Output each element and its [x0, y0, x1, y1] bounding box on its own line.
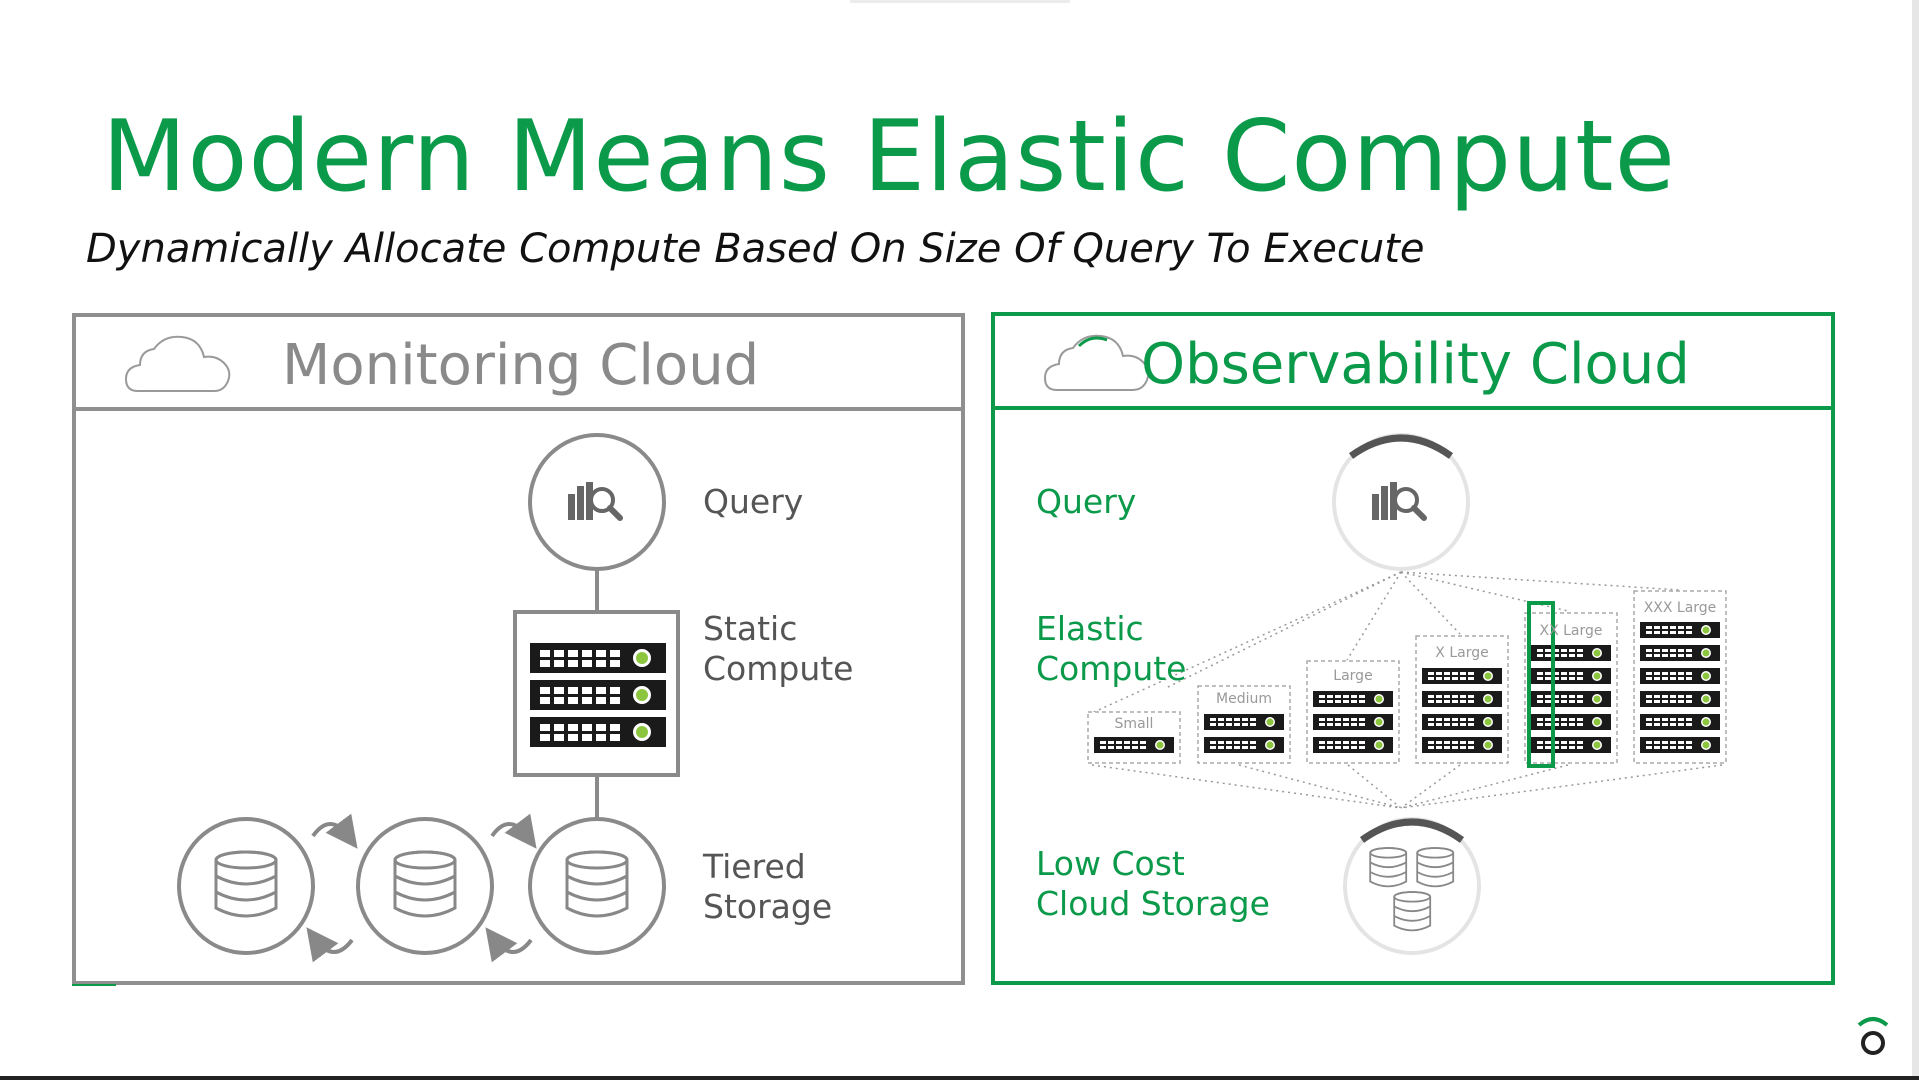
cloud-icon: [124, 335, 231, 392]
size-label: Small: [1115, 716, 1154, 732]
size-medium-box: [1197, 685, 1291, 764]
monitoring-cloud-panel: Monitoring Cloud: [72, 313, 965, 985]
left-query-label: Query: [703, 482, 804, 521]
size-label: Medium: [1216, 691, 1272, 707]
size-xxlarge-box: [1524, 612, 1618, 764]
tiered-storage-label-line1: Tiered: [703, 847, 806, 886]
right-query-label: Query: [1036, 482, 1137, 521]
size-label: X Large: [1435, 645, 1488, 661]
cloud-icon: [1043, 334, 1150, 391]
database-icon: [565, 850, 629, 918]
fan-lines: [1091, 571, 1723, 809]
size-label: XX Large: [1539, 623, 1602, 639]
static-compute-label-line2: Compute: [703, 649, 854, 688]
slide-subtitle: Dynamically Allocate Compute Based On Si…: [86, 226, 1425, 272]
bottom-bar: [0, 1076, 1919, 1080]
static-compute-server: [513, 610, 680, 777]
database-icon: [1416, 847, 1455, 888]
right-query-node: [1332, 433, 1470, 571]
size-label: Large: [1333, 668, 1372, 684]
cycle-arrow-icon: [311, 813, 358, 849]
elastic-compute-label-line1: Elastic: [1036, 609, 1144, 648]
cycle-arrow-icon: [306, 927, 354, 963]
database-icon: [1393, 891, 1432, 932]
selected-size-highlight: [1527, 601, 1555, 768]
slide-title: Modern Means Elastic Compute: [102, 100, 1676, 214]
cloud-storage-node: [1343, 817, 1481, 955]
database-icon: [1369, 847, 1408, 888]
observability-cloud-title: Observability Cloud: [1141, 332, 1690, 397]
static-compute-label-line1: Static: [703, 609, 798, 648]
database-icon: [393, 850, 457, 918]
observability-cloud-panel: Observability Cloud: [991, 312, 1835, 985]
cloud-storage-label-line1: Low Cost: [1036, 844, 1185, 883]
size-large-box: [1306, 660, 1400, 764]
elastic-compute-sizes: Small Medium Large X Large XX Large XXX …: [1087, 590, 1727, 768]
left-query-node: [528, 433, 666, 571]
accent-mark: [72, 984, 116, 986]
size-label: XXX Large: [1644, 600, 1717, 616]
tiered-storage-group: [177, 813, 666, 963]
brand-logo-icon: [1857, 1017, 1889, 1055]
cycle-arrow-icon: [490, 813, 537, 849]
database-icon: [214, 850, 278, 918]
size-small-box: [1087, 711, 1181, 764]
elastic-compute-label-line2: Compute: [1036, 649, 1187, 688]
observability-cloud-header: Observability Cloud: [995, 316, 1831, 410]
top-tab-marker: [850, 0, 1070, 3]
tiered-storage-label-line2: Storage: [703, 887, 833, 926]
cycle-arrow-icon: [485, 927, 533, 963]
monitoring-cloud-title: Monitoring Cloud: [282, 333, 760, 398]
monitoring-cloud-header: Monitoring Cloud: [76, 317, 961, 411]
window-edge: [1912, 0, 1919, 1080]
cloud-storage-label-line2: Cloud Storage: [1036, 884, 1270, 923]
size-xxxlarge-box: [1633, 590, 1727, 764]
size-xlarge-box: [1415, 635, 1509, 764]
